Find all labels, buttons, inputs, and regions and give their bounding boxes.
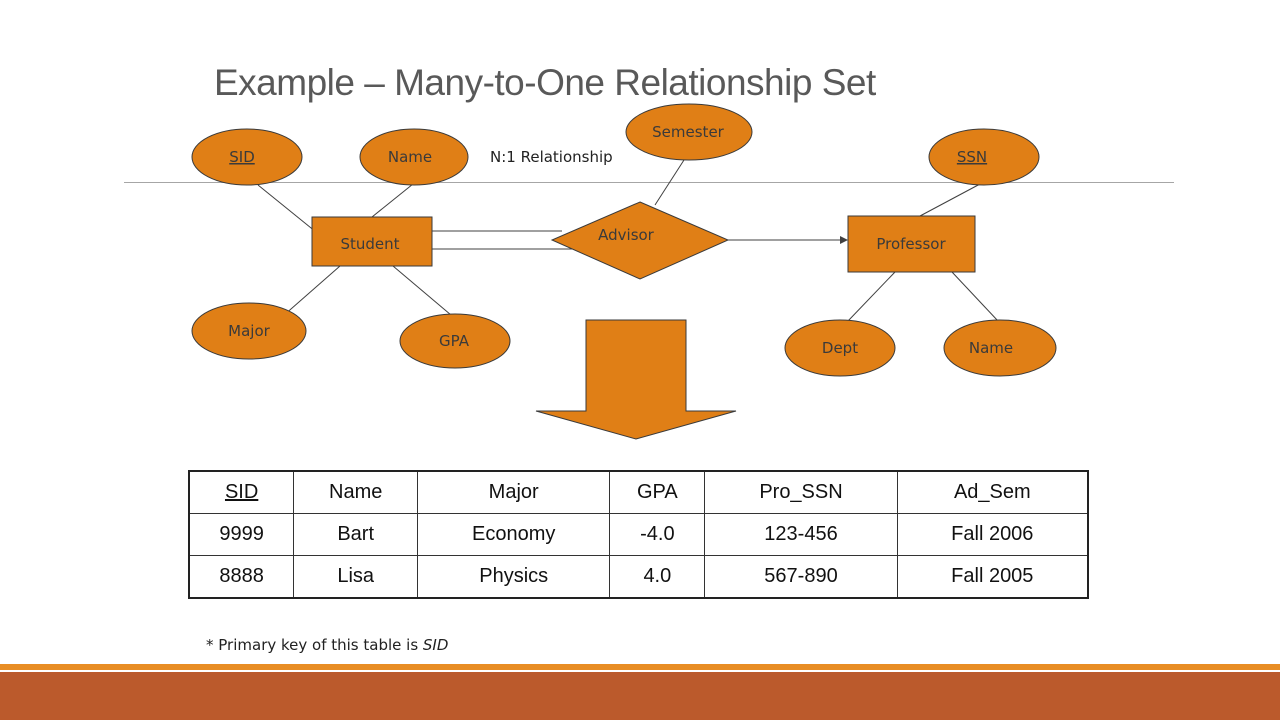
footer-accent-bar [0,664,1280,670]
attribute-ssn: SSN [928,128,1040,186]
connector-professor-dept [847,271,896,322]
svg-text:Name: Name [969,339,1013,357]
attribute-gpa: GPA [399,313,511,369]
er-diagram: SID Name Major GPA Student N:1 Relations… [191,103,1057,440]
attribute-semester: Semester [625,103,753,161]
relationship-note: N:1 Relationship [490,148,613,166]
svg-text:GPA: GPA [439,332,470,350]
connector-advisor-semester [654,159,685,206]
attribute-major: Major [191,302,307,360]
connectors [257,159,999,322]
column-header: Name [293,470,419,514]
table-header-row: SID Name Major GPA Pro_SSN Ad_Sem [188,470,1089,514]
table-cell: Economy [417,513,611,556]
column-header: Major [417,470,611,514]
column-header: SID [188,470,295,514]
arrowhead-icon [840,236,848,244]
table-cell: 4.0 [609,555,706,599]
svg-text:Professor: Professor [876,235,946,253]
table-row: 9999 Bart Economy -4.0 123-456 Fall 2006 [188,513,1089,556]
svg-text:SSN: SSN [957,148,987,166]
connector-student-gpa [392,265,452,316]
connector-professor-ssn [919,183,981,217]
table-cell: 9999 [188,513,295,556]
svg-text:Dept: Dept [822,339,858,357]
entity-professor: Professor [847,215,976,273]
footnote-text: * Primary key of this table is [206,636,423,654]
table-cell: Lisa [293,555,419,599]
svg-text:Student: Student [340,235,399,253]
table-cell: Bart [293,513,419,556]
attribute-professor-name: Name [943,319,1057,377]
table-cell: 8888 [188,555,295,599]
svg-text:Semester: Semester [652,123,725,141]
footer-bar [0,672,1280,720]
svg-text:Major: Major [228,322,270,340]
table-cell: Fall 2005 [896,555,1089,599]
connector-student-sid [257,184,317,233]
svg-text:Advisor: Advisor [598,226,655,244]
table-cell: 123-456 [704,513,898,556]
column-header: GPA [609,470,706,514]
column-header: Ad_Sem [896,470,1089,514]
connector-student-major [282,265,341,317]
page-title: Example – Many-to-One Relationship Set [214,62,876,103]
result-table: SID Name Major GPA Pro_SSN Ad_Sem 9999 B… [188,470,1089,599]
entity-student: Student [311,216,433,267]
down-arrow-icon [535,319,737,440]
connector-student-name [371,183,414,218]
footnote: * Primary key of this table is SID [206,636,448,654]
table-cell: -4.0 [609,513,706,556]
svg-text:Name: Name [388,148,432,166]
attribute-student-name: Name [359,128,469,186]
table-row: 8888 Lisa Physics 4.0 567-890 Fall 2005 [188,555,1089,599]
svg-text:SID: SID [229,148,255,166]
table-cell: Physics [417,555,611,599]
column-header: Pro_SSN [704,470,898,514]
footnote-key: SID [422,636,449,654]
attribute-sid: SID [191,128,303,186]
connector-professor-name [951,271,999,322]
header-divider [124,182,1174,183]
table-cell: Fall 2006 [896,513,1089,556]
attribute-dept: Dept [784,319,896,377]
relationship-advisor: Advisor [550,201,730,280]
table-cell: 567-890 [704,555,898,599]
